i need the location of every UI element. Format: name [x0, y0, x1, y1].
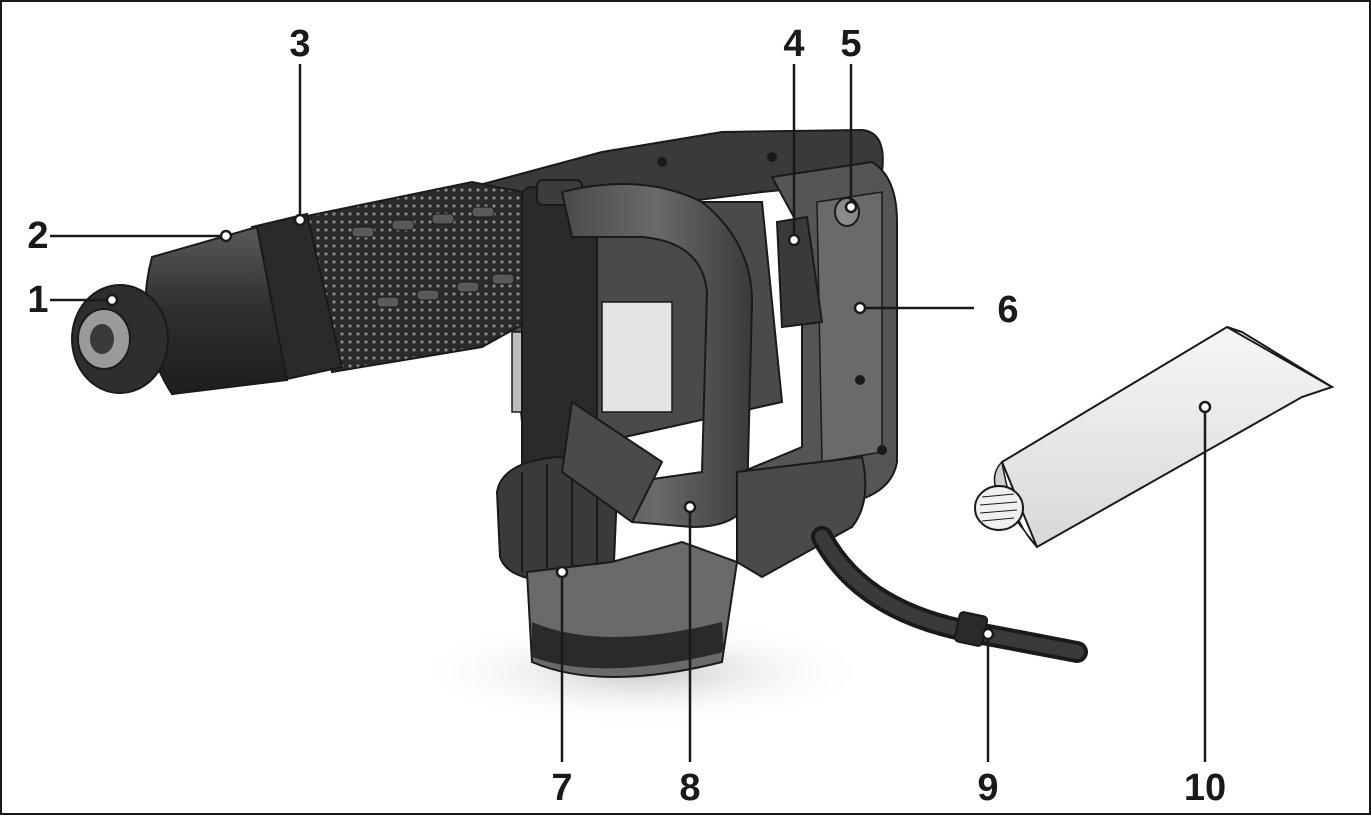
callout-7: 7 [551, 767, 573, 809]
callout-6: 6 [997, 289, 1019, 331]
callout-9: 9 [977, 767, 999, 809]
power-cable [811, 526, 1088, 663]
callout-4: 4 [783, 23, 805, 65]
on-off-switch [775, 215, 824, 329]
callout-10: 10 [1183, 767, 1227, 809]
callout-3: 3 [289, 23, 311, 65]
callout-5: 5 [840, 23, 862, 65]
callout-1: 1 [27, 279, 49, 321]
callout-2: 2 [27, 215, 49, 257]
grease-tube [974, 325, 1335, 549]
callout-8: 8 [679, 767, 701, 809]
